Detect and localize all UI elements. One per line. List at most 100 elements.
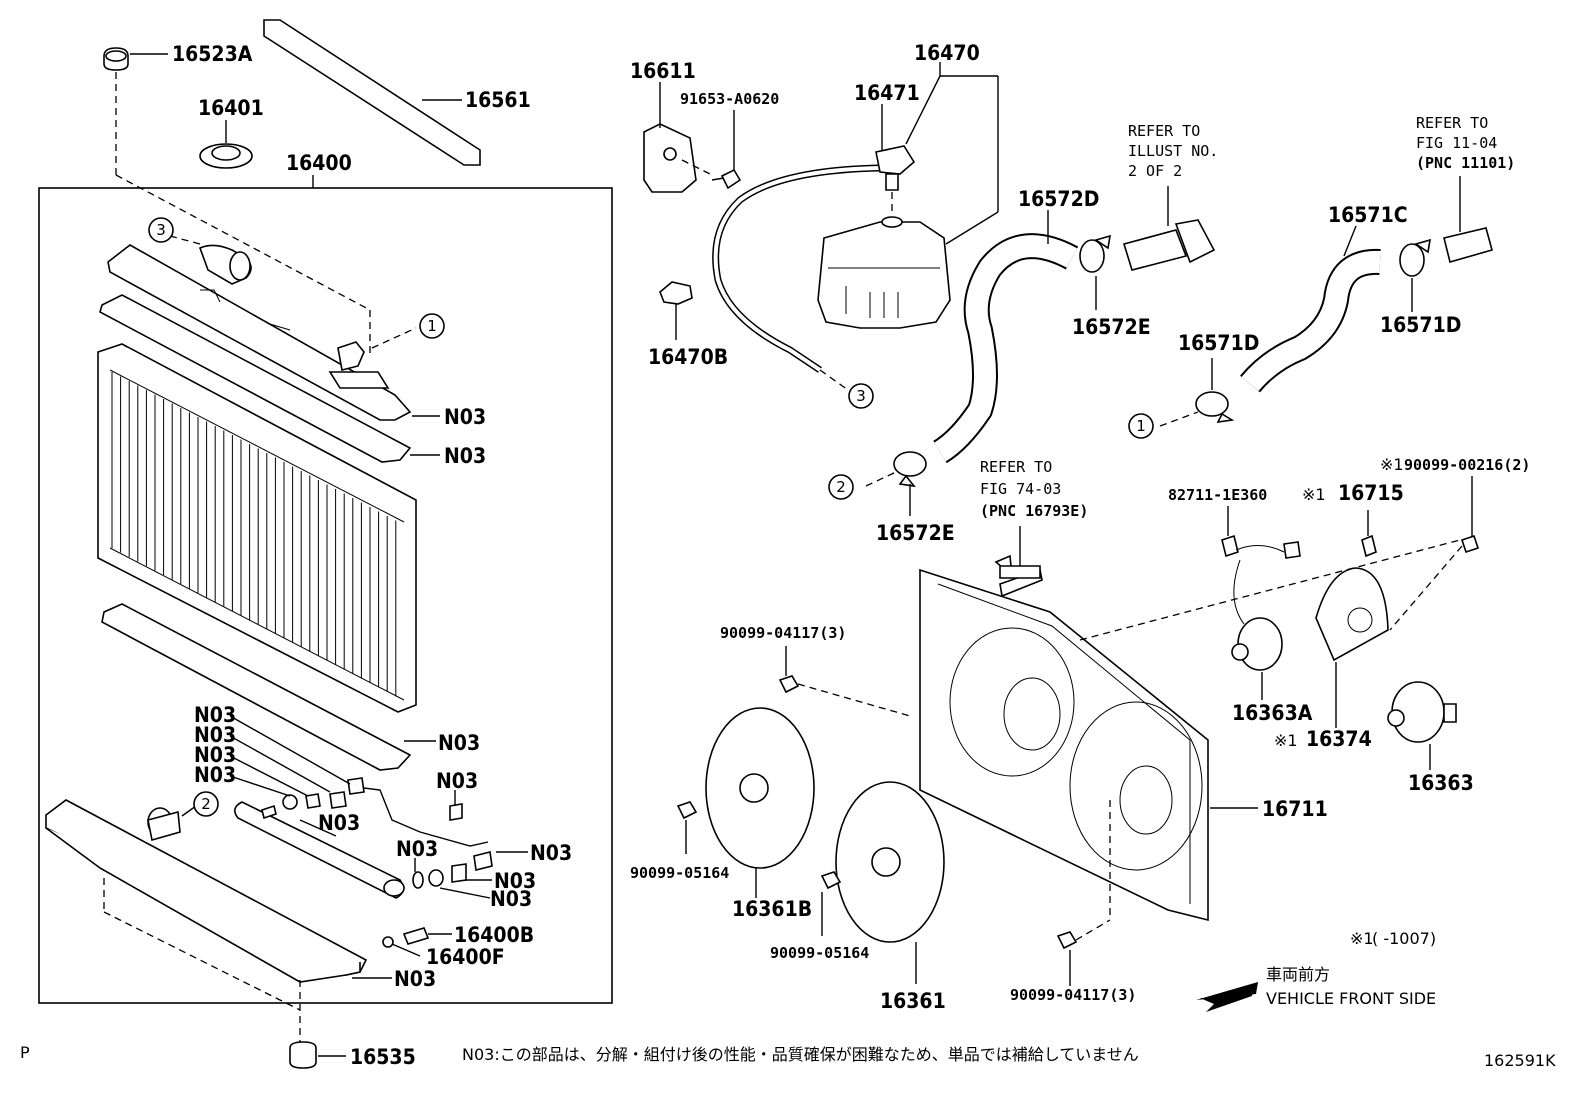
lower-gasket-shape bbox=[101, 603, 412, 771]
n03-label: N03 bbox=[444, 444, 486, 468]
part-label-p90099_04117_bot: 90099-04117(3) bbox=[1010, 986, 1136, 1004]
n03-label: N03 bbox=[490, 887, 532, 911]
part-label-p16400F: 16400F bbox=[426, 945, 505, 969]
fan-16361B-shape bbox=[705, 707, 815, 869]
refer-fig11-line: (PNC 11101) bbox=[1416, 154, 1515, 172]
part-label-p16523A: 16523A bbox=[172, 42, 253, 66]
corner-left-mark: P bbox=[20, 1043, 30, 1062]
radiator-core-shape bbox=[97, 343, 417, 713]
n03-label: N03 bbox=[194, 703, 236, 727]
connector-82711-shape bbox=[1221, 534, 1301, 625]
footnote-mark: ※1 bbox=[1350, 929, 1374, 948]
asterisk-16374: ※1 bbox=[1274, 731, 1298, 750]
callout-number: 2 bbox=[201, 795, 211, 813]
part-label-p16572D: 16572D bbox=[1018, 187, 1099, 211]
clip-16470B-shape bbox=[659, 281, 693, 305]
part-label-p90099_05164_mid: 90099-05164 bbox=[770, 944, 869, 962]
n03-label: N03 bbox=[444, 405, 486, 429]
upper-gasket-shape bbox=[99, 294, 412, 463]
direction-jp: 車両前方 bbox=[1266, 965, 1330, 984]
part-label-p16571D_right: 16571D bbox=[1380, 313, 1461, 337]
nut-90099-05164-mid-shape bbox=[820, 871, 842, 890]
oil-cooler-shape bbox=[234, 801, 405, 899]
radiator-cap-16401-shape bbox=[199, 143, 253, 169]
part-label-p16535: 16535 bbox=[350, 1045, 416, 1069]
part-label-p16715: 16715 bbox=[1338, 481, 1404, 505]
refer-illust-line: REFER TO bbox=[1128, 122, 1200, 140]
pipe-fig11-shape bbox=[1443, 227, 1493, 263]
fan-shroud-16711-shape bbox=[919, 554, 1209, 922]
callout-number: 1 bbox=[1136, 417, 1146, 435]
part-label-p16572E_bot: 16572E bbox=[876, 521, 955, 545]
bolt-91653-shape bbox=[711, 168, 742, 190]
part-label-p16711: 16711 bbox=[1262, 797, 1328, 821]
n03-label: N03 bbox=[530, 841, 572, 865]
left-leader-lines bbox=[169, 235, 528, 979]
n03-label: N03 bbox=[436, 769, 478, 793]
part-label-p16571D_left: 16571D bbox=[1178, 331, 1259, 355]
clamp-16572E-top-shape bbox=[1079, 234, 1111, 273]
part-label-p16611: 16611 bbox=[630, 59, 696, 83]
part-label-p16572E_top: 16572E bbox=[1072, 315, 1151, 339]
callout-number: 3 bbox=[156, 221, 166, 239]
part-label-p16400B: 16400B bbox=[454, 923, 534, 947]
part-label-p16470B: 16470B bbox=[648, 345, 728, 369]
callout-circles bbox=[148, 217, 1154, 817]
part-label-p16401: 16401 bbox=[198, 96, 264, 120]
fittings-shape bbox=[261, 777, 493, 948]
oil-pipe-shape bbox=[347, 785, 489, 847]
part-label-p90099_05164_left: 90099-05164 bbox=[630, 864, 729, 882]
nut-90099-05164-left-shape bbox=[676, 801, 698, 820]
decal-shape bbox=[999, 565, 1041, 579]
part-label-p82711: 82711-1E360 bbox=[1168, 486, 1267, 504]
motor-16363-shape bbox=[1387, 681, 1457, 743]
cap-16535-shape bbox=[289, 1041, 317, 1069]
refer-illust-line: 2 OF 2 bbox=[1128, 162, 1182, 180]
n03-label: N03 bbox=[194, 743, 236, 767]
part-label-p16374: 16374 bbox=[1306, 727, 1372, 751]
part-label-p90099_00216: 90099-00216(2) bbox=[1404, 456, 1530, 474]
n03-label: N03 bbox=[396, 837, 438, 861]
part-label-p90099_04117_top: 90099-04117(3) bbox=[720, 624, 846, 642]
part-label-p16363: 16363 bbox=[1408, 771, 1474, 795]
asterisk-16715: ※1 bbox=[1302, 485, 1326, 504]
part-label-p16400: 16400 bbox=[286, 151, 352, 175]
direction-arrow-icon bbox=[1196, 982, 1258, 1012]
callout-number: 1 bbox=[427, 317, 437, 335]
upper-tank-shape bbox=[107, 244, 412, 421]
part-label-p16471: 16471 bbox=[854, 81, 920, 105]
motor-16363A-shape bbox=[1231, 617, 1283, 671]
part-label-p16470: 16470 bbox=[914, 41, 980, 65]
lower-tank-shape bbox=[45, 799, 368, 983]
fan-16361-shape bbox=[835, 781, 945, 943]
refer-fig74-line: (PNC 16793E) bbox=[980, 502, 1088, 520]
asterisk-90099: ※1 bbox=[1380, 455, 1404, 474]
radiator-assembly-frame bbox=[38, 187, 613, 1004]
callout-number: 3 bbox=[856, 387, 866, 405]
bolt-90099-04117-top-shape bbox=[778, 675, 800, 694]
direction-en: VEHICLE FRONT SIDE bbox=[1266, 989, 1436, 1008]
footnote-range: ( -1007) bbox=[1372, 929, 1436, 948]
n03-label: N03 bbox=[318, 811, 360, 835]
part-label-p91653: 91653-A0620 bbox=[680, 90, 779, 108]
part-label-p16361: 16361 bbox=[880, 989, 946, 1013]
footer-note: N03:この部品は、分解・組付け後の性能・品質確保が困難なため、単品では補給して… bbox=[462, 1045, 1139, 1064]
refer-fig74-line: REFER TO bbox=[980, 458, 1052, 476]
cover-16374-shape bbox=[1315, 567, 1389, 662]
reservoir-16470-shape bbox=[817, 216, 951, 329]
n03-label: N03 bbox=[194, 763, 236, 787]
refer-illust-line: ILLUST NO. bbox=[1128, 142, 1218, 160]
part-label-p16561: 16561 bbox=[465, 88, 531, 112]
n03-label: N03 bbox=[438, 731, 480, 755]
clamp-16571D-right-shape bbox=[1399, 238, 1431, 277]
bolt-90099-04117-bot-shape bbox=[1056, 931, 1078, 950]
outlet-pipe-shape bbox=[1122, 219, 1216, 271]
part-label-p16363A: 16363A bbox=[1232, 701, 1313, 725]
part-label-p16571C: 16571C bbox=[1328, 203, 1408, 227]
bracket-16611-shape bbox=[643, 123, 697, 193]
n03-label: N03 bbox=[394, 967, 436, 991]
cap-16471-shape bbox=[875, 145, 916, 191]
clamp-16571D-left-shape bbox=[1195, 391, 1235, 424]
callout-number: 2 bbox=[836, 478, 846, 496]
